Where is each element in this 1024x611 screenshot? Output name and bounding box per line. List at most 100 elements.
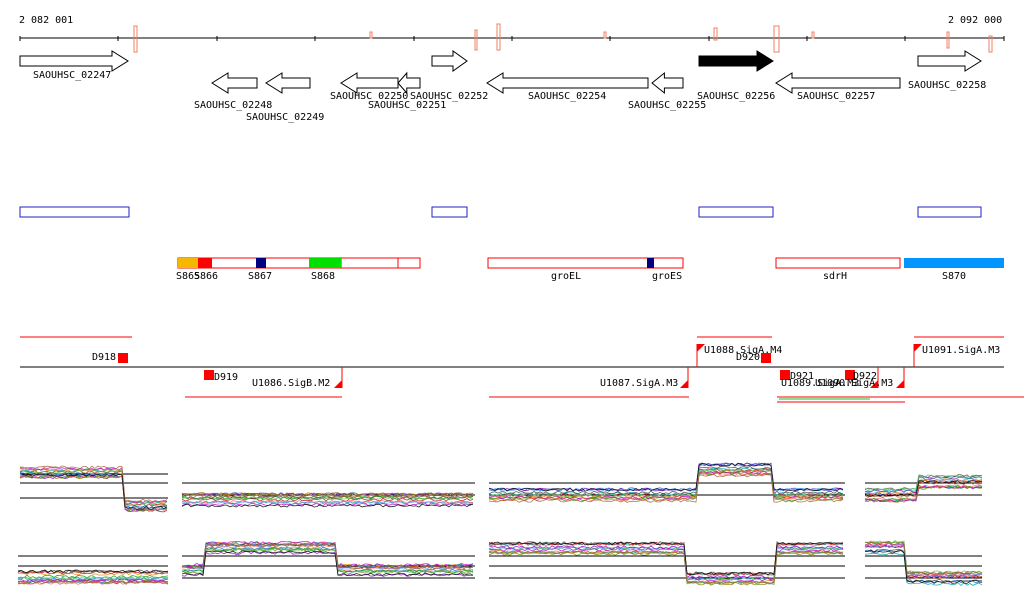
segment-s870[interactable]: S870 [904, 258, 1004, 282]
feature-box[interactable] [917, 206, 982, 218]
segment-block[interactable] [904, 258, 1004, 268]
segment-outline [177, 257, 421, 269]
gene-label: SAOUHSC_02254 [528, 91, 606, 102]
gene-arrow[interactable] [775, 72, 901, 94]
promoter-u1086-sigb-m2[interactable]: U1086.SigB.M2 [252, 367, 343, 389]
segment-groes[interactable]: groES [647, 258, 682, 282]
segment-label: S866 [194, 271, 218, 282]
promoter-label: D922 [853, 371, 877, 382]
coord-end-label: 2 092 000 [948, 15, 1002, 26]
gene-arrow[interactable] [698, 50, 774, 72]
promoter-marker[interactable] [697, 344, 705, 352]
gene-saouhsc_02257[interactable]: SAOUHSC_02257 [775, 72, 901, 102]
promoter-d918[interactable]: D918 [92, 352, 128, 363]
gene-saouhsc_02252[interactable]: SAOUHSC_02252 [410, 50, 488, 102]
gene-arrow[interactable] [651, 71, 684, 95]
gene-arrow[interactable] [19, 50, 129, 72]
gene-label: SAOUHSC_02252 [410, 91, 488, 102]
gene-label: SAOUHSC_02248 [194, 100, 272, 111]
expression-track [17, 462, 983, 587]
promoter-marker[interactable] [870, 380, 878, 388]
segment-block[interactable] [198, 258, 212, 268]
gene-saouhsc_02249[interactable]: SAOUHSC_02249 [246, 72, 324, 123]
segment-s868[interactable]: S868 [309, 258, 341, 282]
gene-saouhsc_02258[interactable]: SAOUHSC_02258 [908, 50, 986, 91]
promoter-d919[interactable]: D919 [204, 370, 238, 383]
gene-arrow[interactable] [431, 50, 468, 72]
gene-arrow[interactable] [211, 72, 258, 94]
segment-block[interactable] [647, 258, 654, 268]
gene-arrow[interactable] [486, 72, 649, 94]
gene-label: SAOUHSC_02256 [697, 91, 775, 102]
promoter-marker[interactable] [780, 370, 790, 380]
segment-label: S870 [942, 271, 966, 282]
promoter-marker[interactable] [680, 380, 688, 388]
promoter-marker[interactable] [761, 353, 771, 363]
promoter-d920[interactable]: D920 [736, 352, 771, 363]
expression-panel [17, 555, 169, 585]
feature-box[interactable] [698, 206, 774, 218]
promoter-marker[interactable] [334, 380, 342, 388]
gene-label: SAOUHSC_02258 [908, 80, 986, 91]
promoter-label: U1088.SigA.M4 [704, 345, 782, 356]
gene-label: SAOUHSC_02255 [628, 100, 706, 111]
promoter-u1091-siga-m3[interactable]: U1091.SigA.M3 [913, 344, 1000, 367]
segment-s865[interactable]: S865 [176, 258, 200, 282]
gene-label: SAOUHSC_02250 [330, 91, 408, 102]
gene-label: SAOUHSC_02257 [797, 91, 875, 102]
gene-label: SAOUHSC_02251 [368, 100, 446, 111]
segment-label: S865 [176, 271, 200, 282]
promoter-u1090-siga-m3[interactable]: U1090.SigA.M3 [815, 367, 893, 389]
segment-block[interactable] [178, 258, 198, 268]
promoter-label: U1087.SigA.M3 [600, 378, 678, 389]
gene-arrow[interactable] [340, 72, 399, 94]
promoter-label: D918 [92, 352, 116, 363]
promoter-label: U1089.SigA.M3 [781, 378, 859, 389]
expression-panel [864, 474, 983, 503]
expression-panel [488, 541, 845, 586]
promoter-d921[interactable]: D921 [780, 370, 814, 382]
gene-saouhsc_02247[interactable]: SAOUHSC_02247 [19, 50, 129, 81]
gene-saouhsc_02250[interactable]: SAOUHSC_02250 [330, 72, 408, 102]
gene-label: SAOUHSC_02249 [246, 112, 324, 123]
segment-sdrh[interactable]: sdrH [823, 271, 847, 282]
segment-outline [487, 257, 684, 269]
segment-block[interactable] [309, 258, 341, 268]
segment-groel[interactable]: groEL [551, 271, 581, 282]
promoter-label: U1090.SigA.M3 [815, 378, 893, 389]
promoter-marker[interactable] [118, 353, 128, 363]
gene-saouhsc_02256[interactable]: SAOUHSC_02256 [697, 50, 775, 102]
gene-arrow[interactable] [397, 71, 421, 95]
coord-start-label: 2 082 001 [19, 15, 73, 26]
expression-panel [181, 540, 475, 579]
gene-saouhsc_02251[interactable]: SAOUHSC_02251 [368, 71, 446, 111]
promoter-marker[interactable] [204, 370, 214, 380]
coordinate-ruler: 2 082 001 2 092 000 [19, 15, 1005, 53]
gene-saouhsc_02255[interactable]: SAOUHSC_02255 [628, 71, 706, 111]
promoter-marker[interactable] [896, 380, 904, 388]
segment-label: groES [652, 271, 682, 282]
segment-label: S868 [311, 271, 335, 282]
segment-s866[interactable]: S866 [194, 258, 218, 282]
segment-block[interactable] [256, 258, 266, 268]
gene-arrow[interactable] [917, 50, 982, 72]
gene-saouhsc_02248[interactable]: SAOUHSC_02248 [194, 72, 272, 111]
promoter-u1088-siga-m4[interactable]: U1088.SigA.M4 [696, 344, 782, 367]
promoter-marker[interactable] [914, 344, 922, 352]
promoter-marker[interactable] [845, 370, 855, 380]
feature-box[interactable] [19, 206, 130, 218]
promoter-u1087-siga-m3[interactable]: U1087.SigA.M3 [600, 367, 689, 389]
segment-s867[interactable]: S867 [248, 258, 272, 282]
feature-box[interactable] [431, 206, 468, 218]
feature-box-track [19, 206, 982, 218]
segment-outline [775, 257, 901, 269]
gene-label: SAOUHSC_02247 [33, 70, 111, 81]
gene-saouhsc_02254[interactable]: SAOUHSC_02254 [486, 72, 649, 102]
promoter-d922[interactable]: D922 [845, 370, 877, 382]
gene-arrow[interactable] [265, 72, 311, 94]
promoter-u1089-siga-m3[interactable]: U1089.SigA.M3 [781, 367, 905, 389]
